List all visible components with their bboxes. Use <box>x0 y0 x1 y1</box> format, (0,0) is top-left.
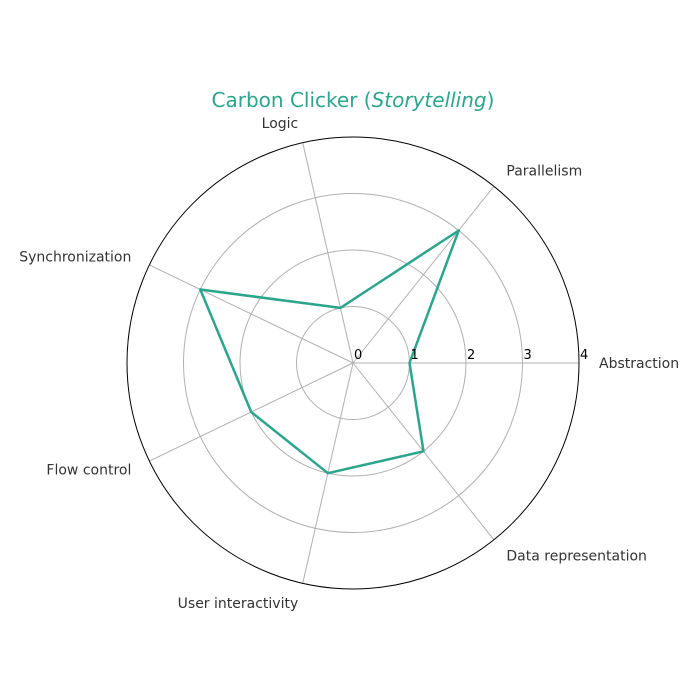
chart-title-suffix: ) <box>487 88 495 112</box>
outer-frame-circle <box>126 136 580 590</box>
axis-spoke <box>352 185 495 364</box>
radial-ticks: 0 1 2 3 4 <box>354 348 588 363</box>
data-point <box>249 410 253 414</box>
axis-label: Logic <box>262 116 299 132</box>
series-line <box>199 229 460 475</box>
axis-label: Abstraction <box>599 356 679 372</box>
data-point <box>339 306 342 310</box>
axis-spokes <box>149 142 579 584</box>
axis-spoke <box>149 264 354 364</box>
data-point <box>199 288 202 291</box>
chart-title-emphasis: Storytelling <box>372 88 487 112</box>
data-point <box>457 229 460 232</box>
outer-frame <box>126 136 580 590</box>
radial-tick-label: 1 <box>411 348 419 363</box>
axis-label: Parallelism <box>506 164 582 180</box>
chart-title-prefix: Carbon Clicker ( <box>212 88 372 112</box>
series <box>199 229 460 475</box>
data-point <box>422 450 425 453</box>
axis-spoke <box>302 142 354 364</box>
axis-label: Flow control <box>46 463 131 479</box>
data-point <box>326 471 330 475</box>
axis-label: Data representation <box>506 548 647 564</box>
axis-label: Synchronization <box>19 249 131 265</box>
radial-tick-label: 0 <box>354 348 362 363</box>
radial-tick-label: 2 <box>467 348 475 363</box>
axis-labels: Abstraction Parallelism LogicSynchronizati… <box>19 116 679 612</box>
axis-label: User interactivity <box>178 596 299 612</box>
data-point <box>408 361 411 365</box>
radial-tick-label: 4 <box>580 348 588 363</box>
chart-title: Carbon Clicker (Storytelling) <box>212 88 495 112</box>
radial-tick-label: 3 <box>524 348 532 363</box>
